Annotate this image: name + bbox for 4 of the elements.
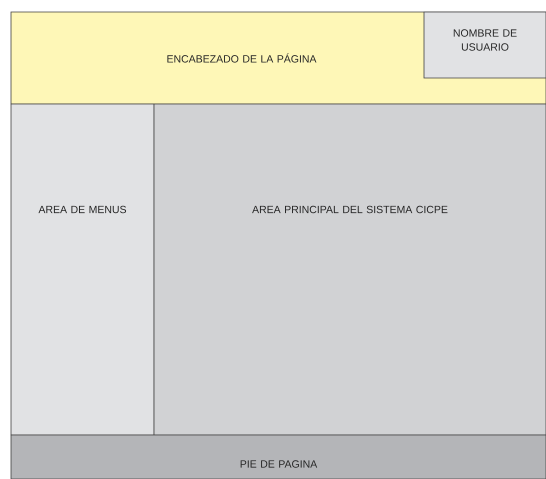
main-area: AREA PRINCIPAL DEL SISTEMA CICPE — [154, 104, 546, 436]
username-box: NOMBRE DE USUARIO — [424, 12, 546, 78]
menu-panel: AREA DE MENUS — [10, 104, 154, 436]
footer-band: PIE DE PAGINA — [10, 434, 546, 479]
